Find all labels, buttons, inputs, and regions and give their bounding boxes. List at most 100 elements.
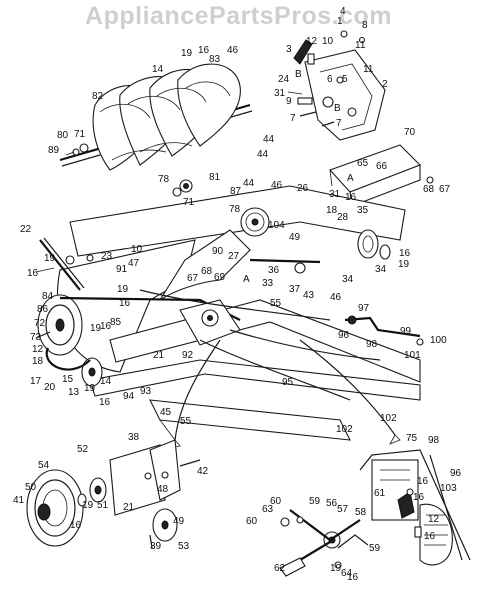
bracket-70 — [329, 144, 434, 207]
part-callout-55: 55 — [180, 416, 192, 427]
part-callout-16: 16 — [27, 268, 39, 279]
part-callout-15: 15 — [62, 374, 74, 385]
part-callout-7: 7 — [336, 118, 342, 129]
part-callout-97: 97 — [358, 303, 370, 314]
part-callout-75: 75 — [406, 433, 418, 444]
part-callout-12: 12 — [428, 514, 440, 525]
part-callout-43: 43 — [303, 290, 315, 301]
part-callout-7: 7 — [290, 113, 296, 124]
part-callout-101: 101 — [404, 350, 421, 361]
part-callout-27: 27 — [228, 251, 240, 262]
part-callout-98: 98 — [428, 435, 440, 446]
part-callout-17: 17 — [30, 376, 42, 387]
part-callout-36: 36 — [268, 265, 280, 276]
part-callout-78: 78 — [229, 204, 241, 215]
part-callout-49: 49 — [289, 232, 301, 243]
part-callout-52: 52 — [77, 444, 89, 455]
part-callout-34: 34 — [342, 274, 354, 285]
part-callout-31: 31 — [329, 189, 341, 200]
part-callout-18: 18 — [32, 356, 44, 367]
part-callout-16: 16 — [70, 520, 82, 531]
part-callout-9: 9 — [286, 96, 292, 107]
part-callout-11: 11 — [355, 40, 366, 51]
part-callout-3: 3 — [286, 44, 292, 55]
part-callout-23: 23 — [101, 251, 113, 262]
part-callout-16: 16 — [119, 298, 131, 309]
part-callout-70: 70 — [404, 127, 416, 138]
part-callout-84: 84 — [42, 291, 54, 302]
part-callout-89: 89 — [48, 145, 60, 156]
part-callout-A: A — [347, 173, 354, 184]
part-callout-67: 67 — [439, 184, 451, 195]
part-callout-A: A — [243, 274, 250, 285]
part-callout-71: 71 — [183, 197, 195, 208]
part-callout-16: 16 — [345, 192, 357, 203]
part-callout-50: 50 — [25, 482, 37, 493]
linkage-inset — [279, 449, 471, 577]
part-callout-103: 103 — [440, 483, 457, 494]
part-callout-54: 54 — [38, 460, 50, 471]
part-callout-31: 31 — [274, 88, 286, 99]
part-callout-34: 34 — [375, 264, 387, 275]
part-callout-95: 95 — [282, 377, 294, 388]
part-callout-69: 69 — [214, 272, 226, 283]
part-callout-59: 59 — [369, 543, 381, 554]
part-callout-71: 71 — [74, 129, 86, 140]
part-callout-16: 16 — [424, 531, 436, 542]
part-callout-38: 38 — [128, 432, 140, 443]
part-callout-21: 21 — [153, 350, 165, 361]
part-callout-96: 96 — [450, 468, 462, 479]
part-callout-85: 85 — [110, 317, 122, 328]
part-callout-6: 6 — [327, 74, 333, 85]
part-callout-80: 80 — [57, 130, 69, 141]
part-callout-68: 68 — [423, 184, 435, 195]
part-callout-86: 86 — [37, 304, 49, 315]
pulley-inset — [26, 419, 201, 549]
part-callout-61: 61 — [374, 488, 386, 499]
part-callout-63: 63 — [262, 504, 274, 515]
part-callout-39: 39 — [150, 541, 162, 552]
part-callout-14: 14 — [152, 64, 164, 75]
part-callout-12: 12 — [306, 36, 318, 47]
part-callout-19: 19 — [82, 500, 94, 511]
part-callout-19: 19 — [90, 323, 102, 334]
part-callout-41: 41 — [13, 495, 25, 506]
part-callout-45: 45 — [160, 407, 172, 418]
part-callout-44: 44 — [257, 149, 269, 160]
part-callout-67: 67 — [187, 273, 199, 284]
part-callout-87: 87 — [230, 186, 242, 197]
part-callout-2: 2 — [382, 79, 388, 90]
part-callout-96: 96 — [338, 330, 350, 341]
part-callout-10: 10 — [322, 36, 334, 47]
auger-assembly — [59, 63, 253, 197]
part-callout-60: 60 — [270, 496, 282, 507]
part-callout-93: 93 — [140, 386, 152, 397]
part-callout-59: 59 — [309, 496, 321, 507]
part-callout-B: B — [295, 69, 302, 80]
part-callout-4: 4 — [340, 6, 346, 17]
part-callout-49: 49 — [173, 516, 185, 527]
part-callout-65: 65 — [357, 158, 369, 169]
part-callout-102: 102 — [336, 424, 353, 435]
part-callout-91: 91 — [116, 264, 128, 275]
gearbox-housing — [287, 30, 386, 141]
part-callout-83: 83 — [209, 54, 221, 65]
part-callout-20: 20 — [44, 382, 56, 393]
watermark-text: AppliancePartsPros.com — [85, 2, 392, 30]
belt-pulley-assembly — [35, 237, 241, 387]
part-callout-26: 26 — [297, 183, 309, 194]
part-callout-21: 21 — [123, 502, 135, 513]
part-callout-35: 35 — [357, 205, 369, 216]
part-callout-28: 28 — [337, 212, 349, 223]
part-callout-22: 22 — [20, 224, 32, 235]
part-callout-46: 46 — [227, 45, 239, 56]
part-callout-66: 66 — [376, 161, 388, 172]
part-callout-55: 55 — [270, 298, 282, 309]
part-callout-64: 64 — [341, 568, 353, 579]
part-callout-46: 46 — [271, 180, 283, 191]
part-callout-44: 44 — [243, 178, 255, 189]
part-callout-1: 1 — [337, 16, 343, 27]
part-callout-57: 57 — [337, 504, 349, 515]
